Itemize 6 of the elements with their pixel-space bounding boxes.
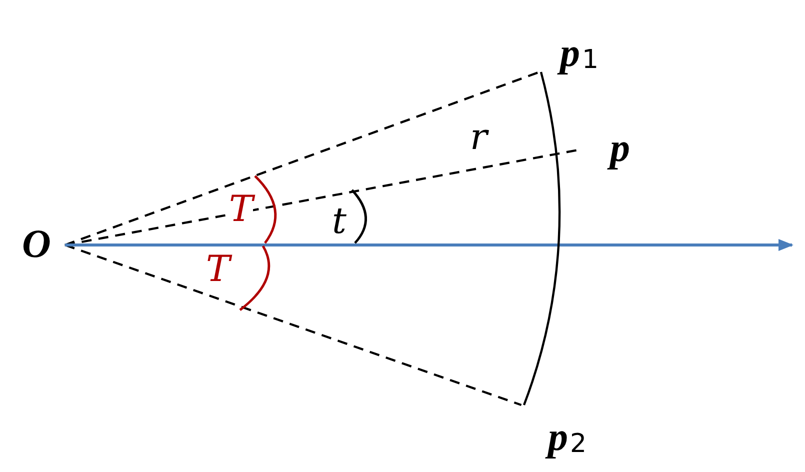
edge-label: r: [470, 120, 488, 156]
axis-arrow: [65, 239, 794, 251]
dashed-line: [64, 244, 522, 406]
dashed-line: [64, 70, 540, 246]
arc-line: [522, 72, 561, 406]
origin-label: O: [22, 224, 51, 264]
